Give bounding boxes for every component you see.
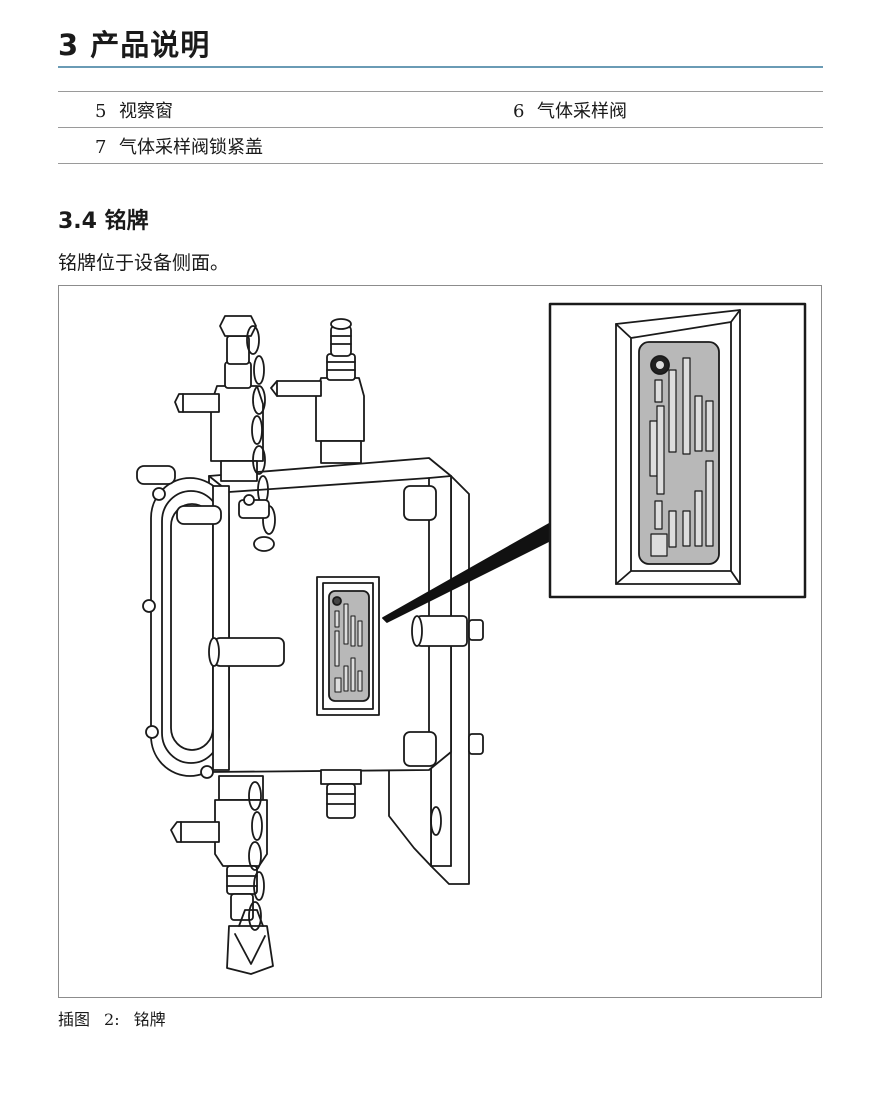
legend-cell: 6 气体采样阀 — [500, 91, 823, 128]
gas-sampling-valve-right — [270, 318, 365, 464]
chapter-title: 3 产品说明 — [58, 28, 211, 62]
legend-cell — [500, 127, 823, 164]
caption-number: 2: — [104, 1010, 120, 1029]
legend-label: 视察窗 — [119, 100, 173, 122]
caption-label: 插图 — [58, 1010, 91, 1029]
legend-cell: 5 视察窗 — [58, 91, 500, 128]
table-row: 7 气体采样阀锁紧盖 — [58, 127, 823, 164]
legend-number: 5 — [95, 100, 107, 122]
chapter-rule — [58, 66, 823, 68]
gas-sampling-valve-top-left — [174, 315, 264, 482]
caption-title: 铭牌 — [133, 1010, 166, 1029]
body-paragraph: 铭牌位于设备侧面。 — [58, 252, 230, 274]
legend-label: 气体采样阀锁紧盖 — [119, 136, 263, 158]
locking-cap-chain-bottom — [226, 781, 274, 975]
nameplate-detail — [548, 302, 807, 599]
nameplate-small — [316, 576, 380, 716]
section-title: 3.4 铭牌 — [58, 209, 149, 234]
locking-cap-chain-top — [238, 325, 276, 552]
legend-number: 6 — [513, 100, 525, 122]
bottom-connector — [320, 769, 362, 819]
legend-table: 5 视察窗 6 气体采样阀 7 气体采样阀锁紧盖 — [58, 91, 823, 164]
legend-cell: 7 气体采样阀锁紧盖 — [58, 127, 500, 164]
figure-frame — [58, 285, 822, 998]
table-row: 5 视察窗 6 气体采样阀 — [58, 91, 823, 128]
gas-sampling-valve-bottom — [170, 775, 268, 921]
legend-number: 7 — [95, 136, 107, 158]
viewing-window — [136, 465, 285, 779]
figure-caption: 插图 2: 铭牌 — [58, 1006, 180, 1030]
legend-label: 气体采样阀 — [537, 100, 627, 122]
device-illustration — [136, 302, 807, 975]
